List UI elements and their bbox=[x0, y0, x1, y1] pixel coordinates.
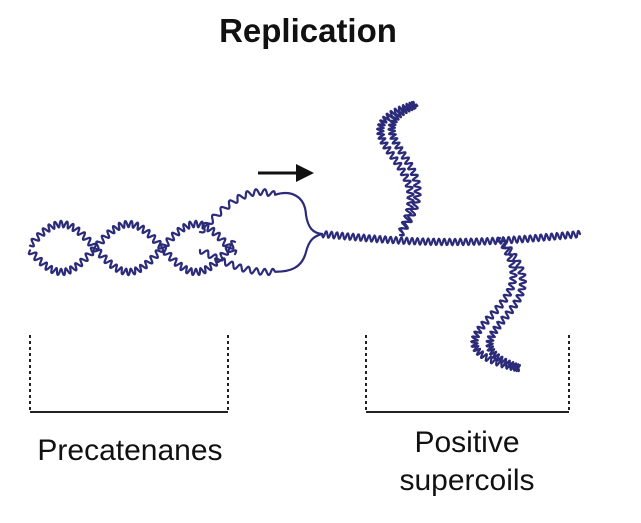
supercoils-label: supercoils bbox=[399, 464, 534, 497]
supercoil-lower-loop bbox=[470, 236, 527, 373]
supercoils-bracket bbox=[365, 335, 570, 413]
replication-fork-arm-bottom bbox=[198, 232, 324, 277]
precatenanes-bracket bbox=[29, 335, 229, 413]
precatenane-strand-bottom bbox=[28, 219, 238, 277]
precatenanes-label: Precatenanes bbox=[37, 434, 222, 467]
unreplicated-duplex bbox=[320, 229, 582, 247]
right-arrow-icon bbox=[258, 164, 314, 182]
positive-label: Positive bbox=[414, 426, 519, 459]
precatenane-strand-top bbox=[27, 219, 237, 277]
dna-strands bbox=[27, 100, 582, 373]
diagram-title: Replication bbox=[219, 12, 397, 49]
supercoil-upper-loop bbox=[376, 100, 422, 237]
replication-fork-arm-top bbox=[198, 188, 324, 236]
